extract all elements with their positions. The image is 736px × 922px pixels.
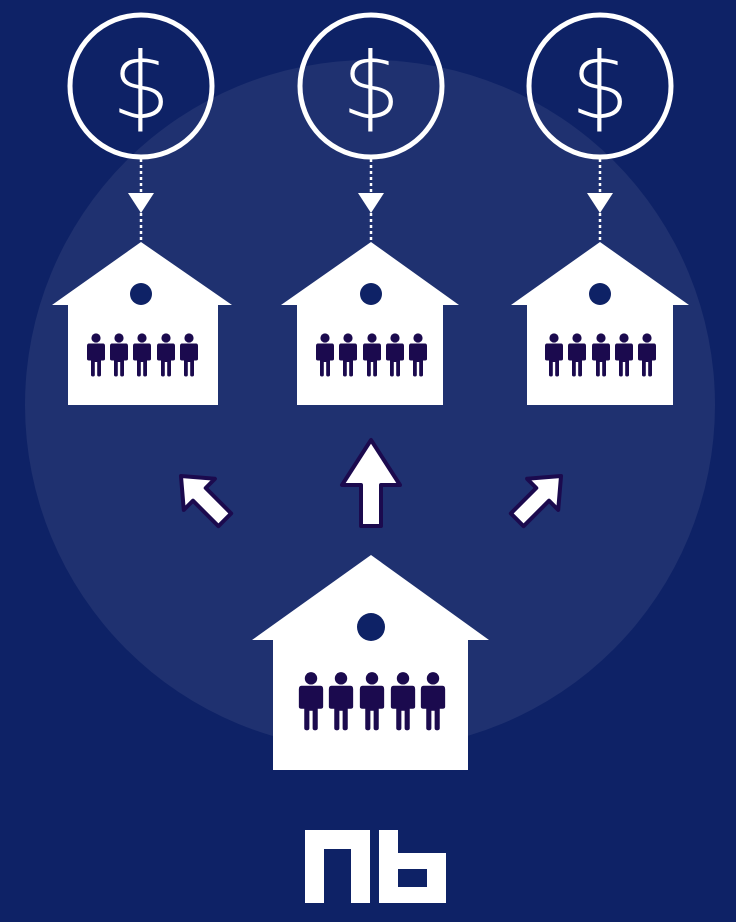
outward-arrow-icon — [340, 438, 402, 528]
schoolhouse-left — [52, 242, 232, 405]
nb-logo — [305, 830, 446, 903]
funding-connector-right — [587, 159, 613, 243]
dollar-sign: $ — [571, 33, 630, 140]
dollar-coin-icon — [526, 12, 674, 160]
schoolhouse-center — [281, 242, 459, 405]
split-arrow-right — [508, 473, 564, 529]
arrowhead — [587, 193, 613, 213]
funding-coin-center: $ — [297, 12, 445, 160]
split-arrow-center — [340, 438, 402, 528]
dollar-coin-icon — [67, 12, 215, 160]
logo-letter-n — [305, 830, 370, 903]
split-arrow-left — [178, 473, 234, 529]
bell-window — [360, 283, 382, 305]
logo-letter-b — [379, 830, 446, 903]
dollar-sign: $ — [112, 33, 171, 140]
outward-arrow-icon — [508, 473, 564, 529]
funding-connector-center — [358, 159, 384, 243]
funding-coin-left: $ — [67, 12, 215, 160]
schoolhouse-right — [511, 242, 689, 405]
outward-arrow-icon — [178, 473, 234, 529]
arrowhead — [128, 193, 154, 213]
bell-window — [357, 613, 385, 641]
dollar-sign: $ — [342, 33, 401, 140]
funding-connector-left — [128, 159, 154, 243]
bell-window — [589, 283, 611, 305]
arrowhead — [358, 193, 384, 213]
dollar-coin-icon — [297, 12, 445, 160]
funding-coin-right: $ — [526, 12, 674, 160]
bell-window — [130, 283, 152, 305]
schoolhouse-large — [252, 555, 489, 770]
